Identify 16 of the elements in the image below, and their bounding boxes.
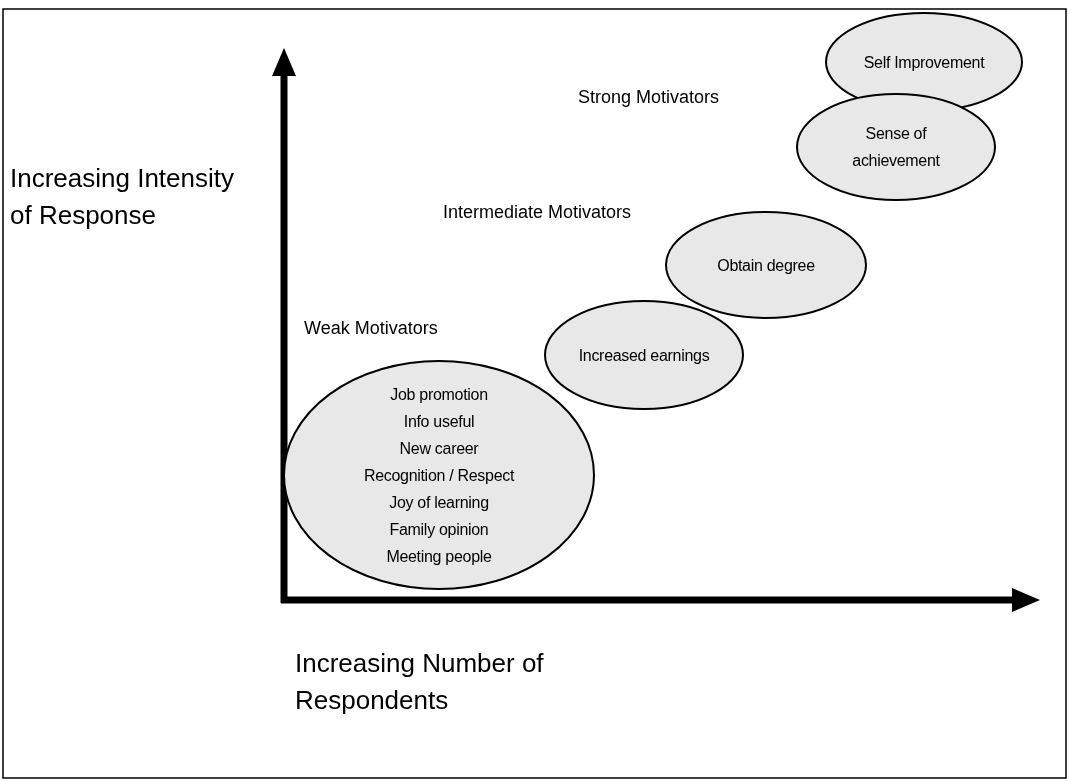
motivator-text: Job promotion <box>390 384 488 405</box>
category-label: Intermediate Motivators <box>443 201 633 224</box>
category-label: Strong Motivators <box>578 86 721 109</box>
motivator-text: New career <box>399 438 479 459</box>
axis-label: Increasing Intensity of Response <box>10 162 235 232</box>
motivator-text: Meeting people <box>386 546 492 567</box>
motivator-text: Recognition / Respect <box>363 465 515 486</box>
motivator-text: Self Improvement <box>863 52 985 73</box>
motivator-text: Family opinion <box>389 519 489 540</box>
category-label: Weak Motivators <box>304 317 439 340</box>
motivator-text: Joy of learning <box>389 492 489 513</box>
axis-label: Increasing Number of Respondents <box>295 647 545 717</box>
motivator-text: Sense of achievement <box>851 124 941 171</box>
motivator-text: Obtain degree <box>717 255 815 276</box>
motivator-text: Increased earnings <box>578 345 710 366</box>
motivator-text: Info useful <box>403 411 475 432</box>
